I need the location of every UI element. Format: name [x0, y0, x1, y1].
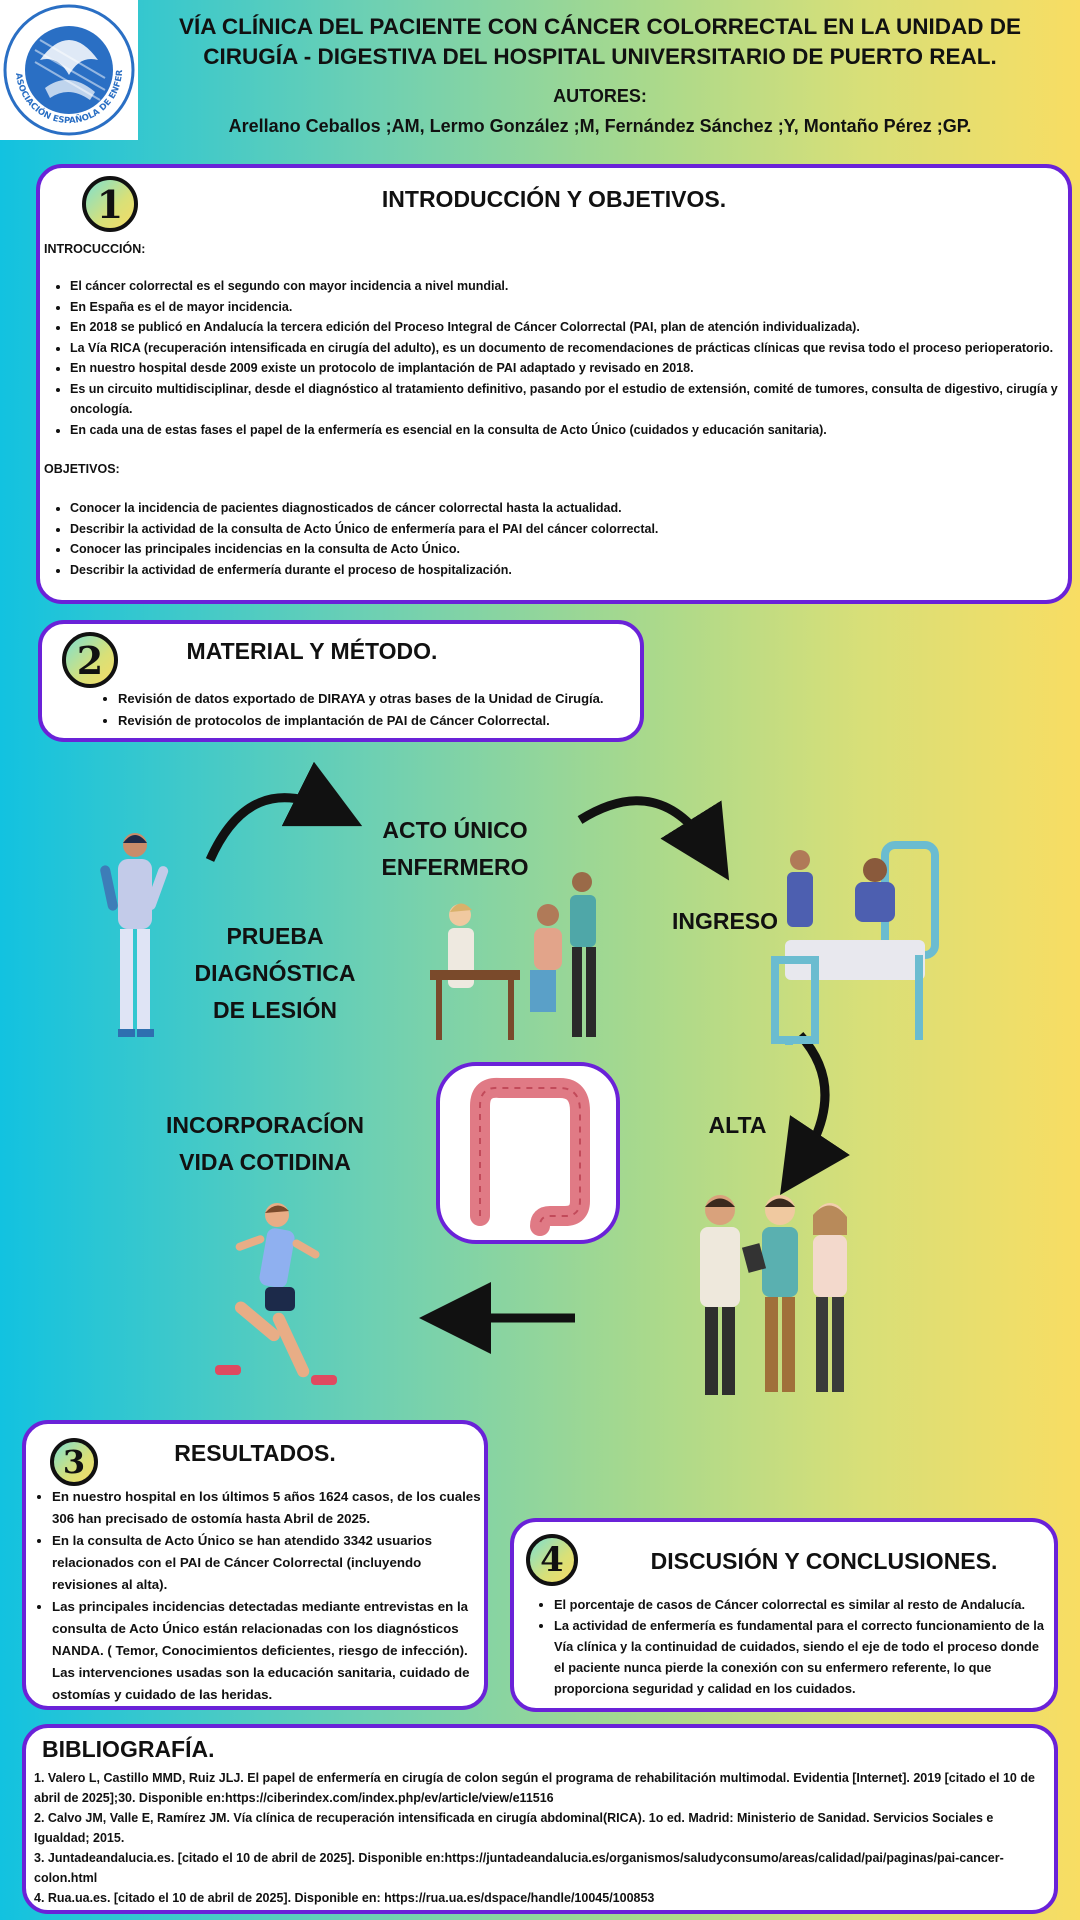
list-item: En España es el de mayor incidencia.: [70, 297, 1069, 318]
label-alta: ALTA: [708, 1112, 767, 1138]
section-number: 1: [82, 176, 138, 232]
colon-frame: [436, 1062, 620, 1244]
list-item: Describir la actividad de la consulta de…: [70, 519, 1069, 540]
poster-title: VÍA CLÍNICA DEL PACIENTE CON CÁNCER COLO…: [178, 14, 1022, 69]
discussion-panel: 4 DISCUSIÓN Y CONCLUSIONES. El porcentaj…: [510, 1518, 1058, 1712]
objectives-list: Conocer la incidencia de pacientes diagn…: [44, 498, 1069, 580]
authors: Arellano Ceballos ;AM, Lermo González ;M…: [228, 116, 972, 136]
logo: ASOCIACIÓN ESPAÑOLA DE ENFERMERÍA QUIRÚR…: [0, 0, 138, 140]
label-prueba: PRUEBA DIAGNÓSTICA DE LESIÓN: [194, 923, 356, 1023]
list-item: El cáncer colorrectal es el segundo con …: [70, 276, 1069, 297]
list-item: 1. Valero L, Castillo MMD, Ruiz JLJ. El …: [34, 1771, 1035, 1805]
label-acto: ACTO ÚNICO ENFERMERO: [381, 817, 529, 880]
list-item: 4. Rua.ua.es. [citado el 10 de abril de …: [34, 1891, 655, 1905]
authors-label: AUTORES:: [553, 86, 647, 106]
label-incorporacion: INCORPORACÍON VIDA COTIDINA: [165, 1112, 365, 1175]
consultation-illustration: [430, 872, 596, 1040]
label-ingreso: INGRESO: [671, 908, 779, 934]
list-item: Describir la actividad de enfermería dur…: [70, 560, 1069, 581]
list-item: En nuestro hospital en los últimos 5 año…: [52, 1486, 482, 1530]
list-item: Conocer las principales incidencias en l…: [70, 539, 1069, 560]
intro-label: INTROCUCCIÓN:: [44, 242, 146, 256]
intro-panel: 1 INTRODUCCIÓN Y OBJETIVOS. INTROCUCCIÓN…: [36, 164, 1072, 604]
section-number: 2: [62, 632, 118, 688]
discussion-list: El porcentaje de casos de Cáncer colorre…: [528, 1594, 1053, 1699]
discharge-illustration: [700, 1195, 847, 1395]
section-title: MATERIAL Y MÉTODO.: [186, 638, 438, 664]
results-list: En nuestro hospital en los últimos 5 año…: [26, 1486, 482, 1706]
hospital-bed-illustration: [771, 841, 939, 1045]
list-item: Es un circuito multidisciplinar, desde e…: [70, 379, 1069, 420]
method-panel: 2 MATERIAL Y MÉTODO. Revisión de datos e…: [38, 620, 644, 742]
list-item: La actividad de enfermería es fundamenta…: [554, 1615, 1053, 1699]
list-item: Revisión de protocolos de implantación d…: [118, 710, 632, 732]
colon-icon: [470, 1077, 590, 1236]
section-number: 3: [50, 1438, 98, 1486]
section-title: BIBLIOGRAFÍA.: [42, 1736, 215, 1762]
arrow-to-alta: [780, 1031, 850, 1195]
list-item: Revisión de datos exportado de DIRAYA y …: [118, 688, 632, 710]
bibliography-list: 1. Valero L, Castillo MMD, Ruiz JLJ. El …: [34, 1768, 1050, 1908]
bibliography-panel: BIBLIOGRAFÍA. 1. Valero L, Castillo MMD,…: [22, 1724, 1058, 1914]
section-title: RESULTADOS.: [174, 1440, 336, 1466]
list-item: En cada una de estas fases el papel de l…: [70, 420, 1069, 441]
section-title: INTRODUCCIÓN Y OBJETIVOS.: [381, 186, 727, 212]
list-item: La Vía RICA (recuperación intensificada …: [70, 338, 1069, 359]
list-item: El porcentaje de casos de Cáncer colorre…: [554, 1594, 1053, 1615]
list-item: Las principales incidencias detectadas m…: [52, 1596, 482, 1706]
intro-list: El cáncer colorrectal es el segundo con …: [44, 276, 1069, 440]
association-logo: ASOCIACIÓN ESPAÑOLA DE ENFERMERÍA QUIRÚR…: [0, 0, 135, 136]
list-item: En nuestro hospital desde 2009 existe un…: [70, 358, 1069, 379]
list-item: Conocer la incidencia de pacientes diagn…: [70, 498, 1069, 519]
method-list: Revisión de datos exportado de DIRAYA y …: [92, 688, 632, 732]
list-item: 2. Calvo JM, Valle E, Ramírez JM. Vía cl…: [34, 1811, 994, 1845]
list-item: En 2018 se publicó en Andalucía la terce…: [70, 317, 1069, 338]
objectives-label: OBJETIVOS:: [44, 462, 120, 476]
runner-illustration: [215, 1203, 337, 1385]
arrow-to-ingreso: [577, 796, 730, 881]
arrow-to-acto: [205, 761, 363, 862]
surgeon-illustration: [100, 833, 169, 1037]
list-item: 3. Juntadeandalucia.es. [citado el 10 de…: [34, 1851, 1004, 1885]
section-number: 4: [526, 1534, 578, 1586]
results-panel: 3 RESULTADOS. En nuestro hospital en los…: [22, 1420, 488, 1710]
list-item: En la consulta de Acto Único se han aten…: [52, 1530, 482, 1596]
section-title: DISCUSIÓN Y CONCLUSIONES.: [650, 1548, 998, 1574]
